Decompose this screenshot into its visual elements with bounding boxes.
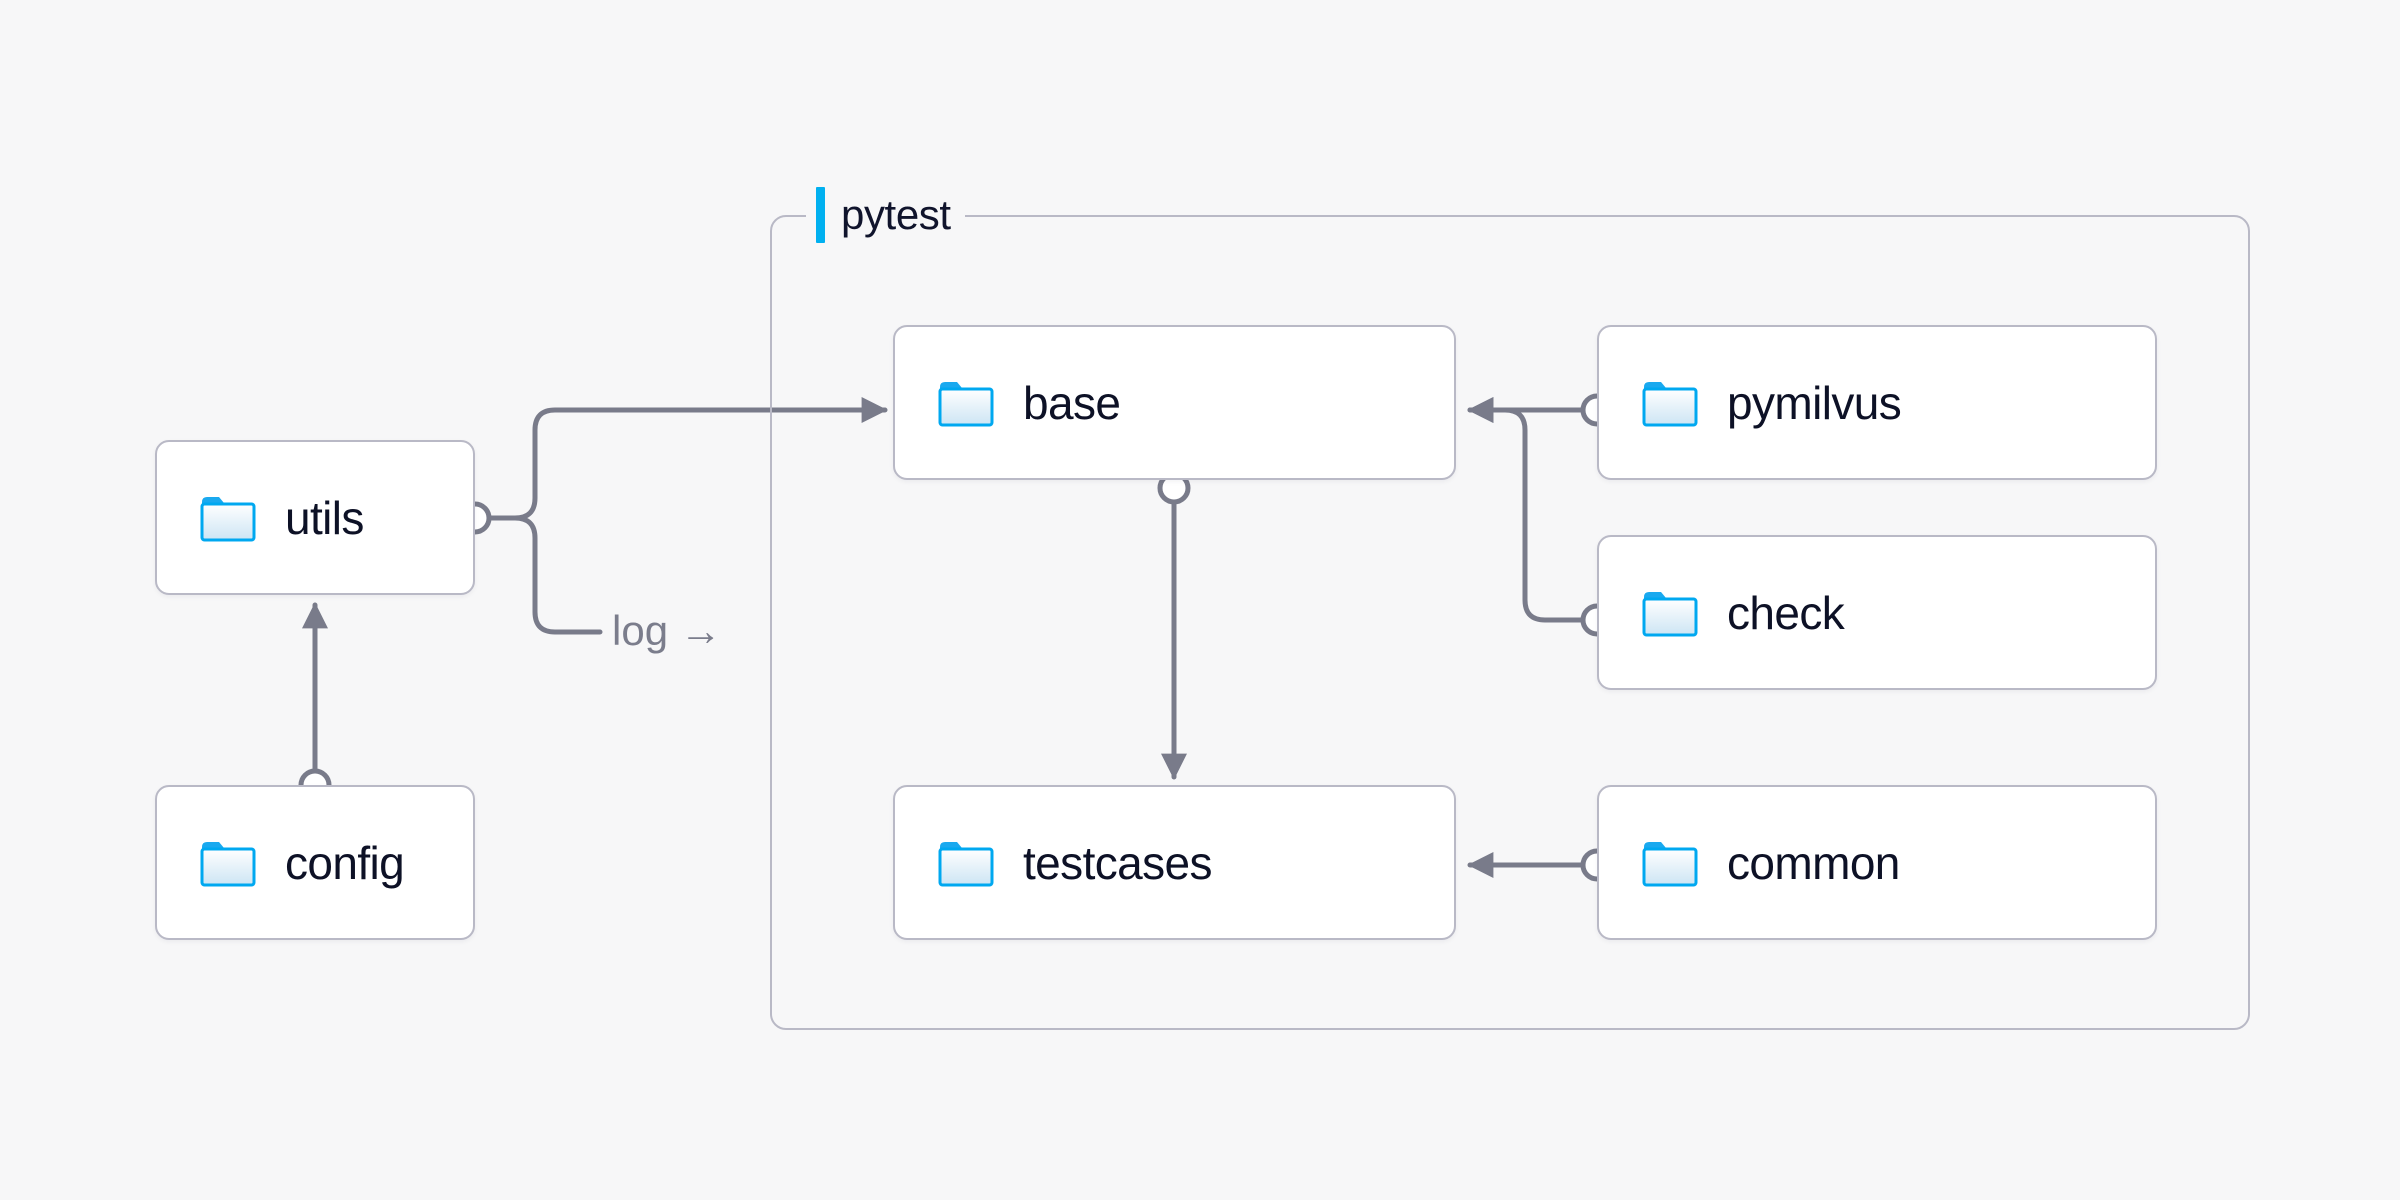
node-common[interactable]: common	[1597, 785, 2157, 940]
node-base[interactable]: base	[893, 325, 1456, 480]
node-label-testcases: testcases	[1023, 836, 1213, 889]
node-testcases[interactable]: testcases	[893, 785, 1456, 940]
folder-icon	[938, 381, 994, 426]
folder-icon	[938, 841, 994, 886]
node-utils[interactable]: utils	[155, 440, 475, 595]
edge-label-log: log →	[604, 610, 730, 652]
node-label-check: check	[1727, 586, 1845, 639]
folder-icon	[1642, 841, 1698, 886]
accent-bar-icon	[816, 187, 825, 243]
folder-icon	[1642, 381, 1698, 426]
node-label-pymilvus: pymilvus	[1727, 376, 1902, 429]
pytest-group-label: pytest	[806, 186, 965, 244]
pytest-group-box[interactable]	[770, 215, 2250, 1030]
node-pymilvus[interactable]: pymilvus	[1597, 325, 2157, 480]
node-check[interactable]: check	[1597, 535, 2157, 690]
node-label-base: base	[1023, 376, 1121, 429]
node-config[interactable]: config	[155, 785, 475, 940]
edge-utils-log	[472, 515, 603, 635]
node-label-utils: utils	[285, 491, 364, 544]
folder-icon	[200, 496, 256, 541]
node-label-common: common	[1727, 836, 1900, 889]
pytest-group-title: pytest	[841, 191, 951, 238]
node-label-config: config	[285, 836, 405, 889]
folder-icon	[1642, 591, 1698, 636]
folder-icon	[200, 841, 256, 886]
